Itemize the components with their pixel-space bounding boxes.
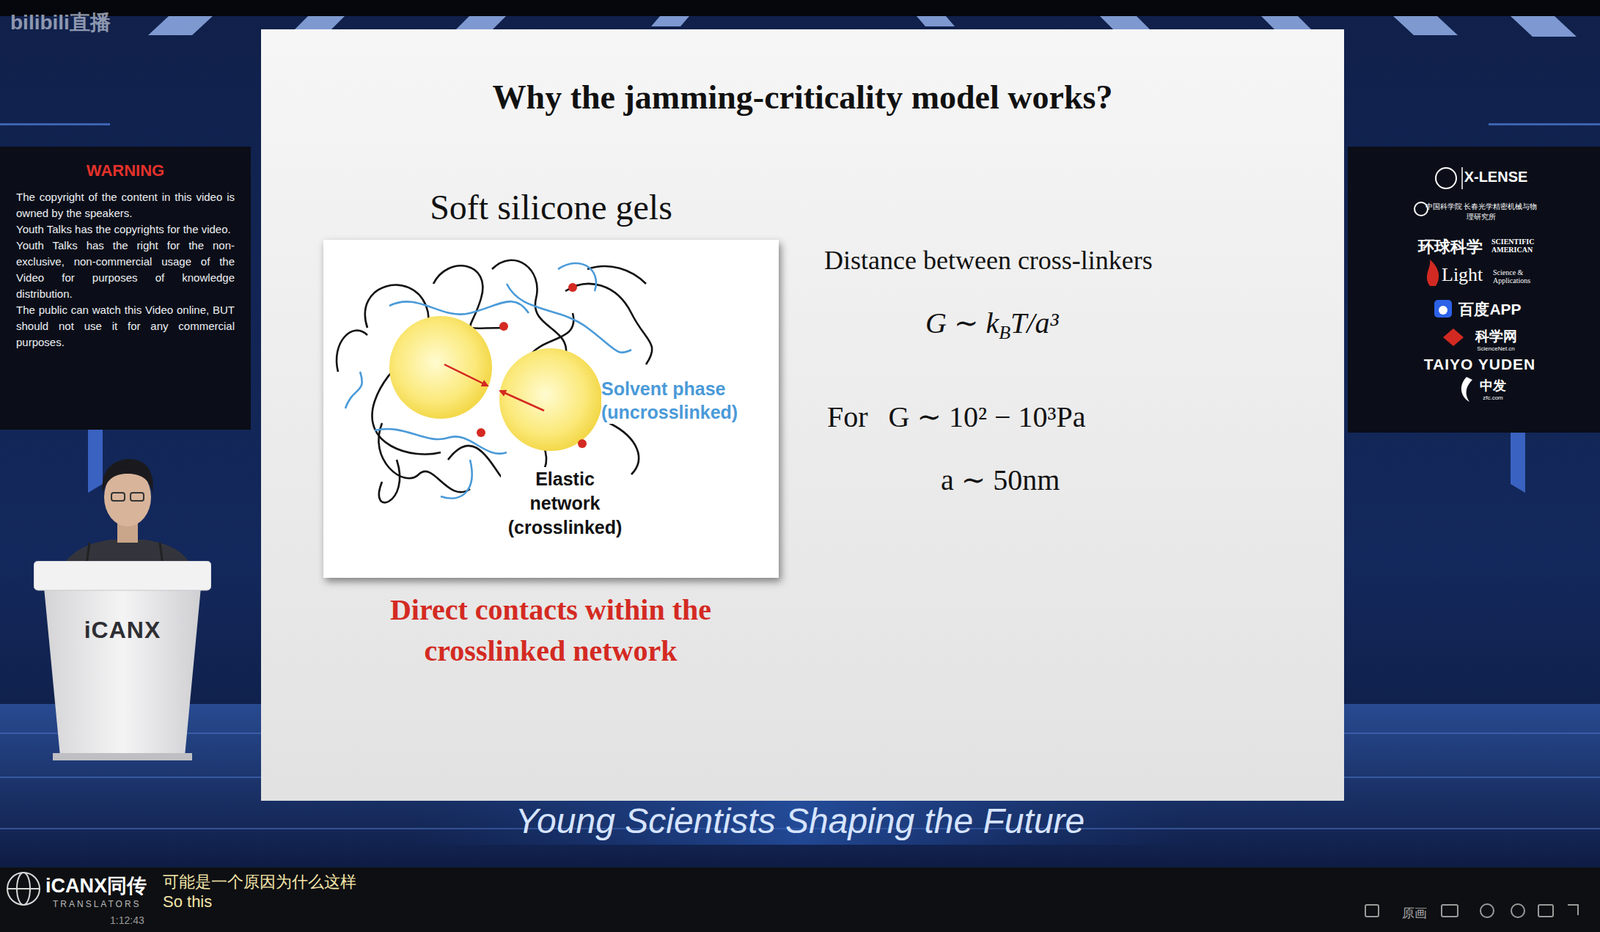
warning-text: Youth Talks has the copyrights for the v…: [16, 221, 235, 238]
solvent-label: Solvent phase (uncrosslinked): [601, 376, 748, 424]
sponsor-logo: 环球科学: [1418, 236, 1483, 259]
light-pillar: [87, 429, 103, 493]
sponsor-logo: 中国科学院 长春光学精密机械与物理研究所: [1422, 201, 1540, 223]
banner-text: Young Scientists Shaping the Future: [515, 800, 1086, 842]
equation-line: G ∼ kBT/a³: [925, 305, 1059, 344]
warning-heading: WARNING: [16, 161, 235, 181]
watermark: bilibili直播: [10, 8, 111, 37]
equation-part: G ∼ k: [925, 306, 999, 340]
particle: [499, 348, 603, 451]
slide-title: Why the jamming-criticality model works?: [261, 77, 1345, 117]
podium-shape: [33, 560, 212, 761]
sponsor-logo: X-LENSE: [1464, 168, 1529, 186]
crosslink-dots: [476, 283, 587, 449]
particle: [389, 316, 493, 419]
timestamp: 1:12:43: [109, 914, 145, 927]
warning-text: Youth Talks has the right for the non-ex…: [16, 237, 235, 303]
light-strip: [1488, 123, 1600, 126]
sponsor-logo: ScienceNet.cn: [1476, 345, 1515, 352]
warning-panel: WARNING The copyright of the content in t…: [0, 146, 251, 430]
light-strip: [0, 123, 110, 126]
sponsor-logo: 科学网: [1475, 327, 1518, 347]
slide-panel: [261, 29, 1345, 801]
slide-caption: Direct contacts within the crosslinked n…: [338, 589, 764, 672]
warning-text: The public can watch this Video online, …: [16, 302, 235, 351]
player-bar: [0, 867, 1600, 932]
top-band: [0, 0, 1600, 17]
sponsor-logo: TAIYO YUDEN: [1424, 355, 1537, 374]
equation: a ∼ 50nm: [940, 462, 1060, 498]
sponsor-logo: zfc.com: [1482, 394, 1504, 402]
equation-part: T/a³: [1010, 306, 1059, 340]
network-label: Elastic network (crosslinked): [500, 467, 630, 540]
equation-subscript: B: [998, 321, 1011, 344]
player-logo: iCANX同传: [45, 872, 147, 899]
subtitle: So this: [162, 892, 212, 912]
podium-body: [43, 587, 201, 757]
equation-part: For: [827, 400, 869, 434]
illustration-box: Soft silicone gelsSolvent phase (uncross…: [323, 239, 779, 578]
podium-top: [33, 560, 212, 591]
equation-part: G ∼ 10² − 10³Pa: [888, 400, 1086, 434]
sponsor-logo: 中发: [1479, 376, 1507, 395]
sponsor-panel: [1347, 146, 1600, 433]
player-logo: TRANSLATORS: [52, 898, 142, 910]
banner-band: [410, 800, 1190, 845]
contact-arrows: [444, 364, 545, 411]
slide-text: Distance between cross-linkers: [824, 244, 1153, 276]
subtitle: 可能是一个原因为什么这样: [162, 871, 357, 894]
section-heading: Soft silicone gels: [294, 186, 809, 228]
podium: iCANX: [33, 560, 212, 761]
sponsor-logo: Science & Applications: [1492, 268, 1552, 285]
solvent-strands: [345, 263, 632, 499]
light-pillar: [1510, 429, 1526, 493]
sponsor-logo: SCIENTIFIC AMERICAN: [1491, 237, 1546, 254]
podium-base: [52, 753, 193, 761]
player-control: 原画: [1402, 904, 1427, 922]
sponsor-logo: Light: [1441, 263, 1483, 286]
sponsor-logo: 百度APP: [1458, 299, 1521, 320]
equation-line: For G ∼ 10² − 10³Pa: [827, 399, 1086, 435]
podium-logo: iCANX: [33, 616, 212, 644]
warning-text: The copyright of the content in this vid…: [16, 189, 235, 222]
